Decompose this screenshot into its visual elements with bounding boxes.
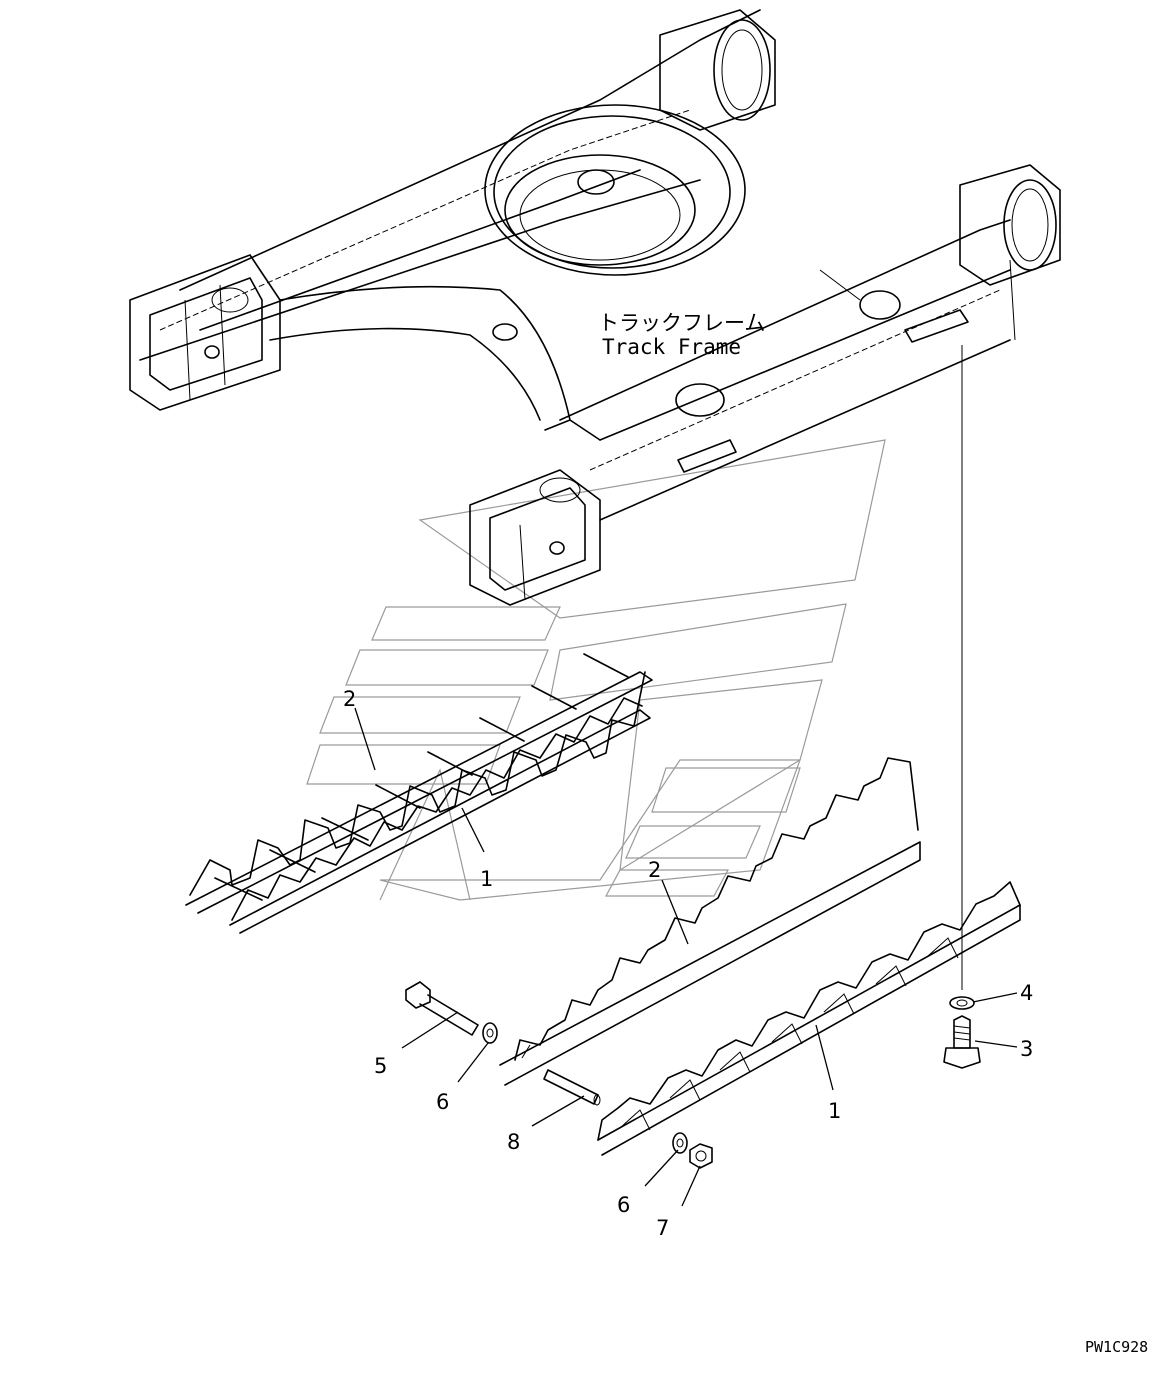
nut-item-7 bbox=[689, 1143, 713, 1169]
callout-4: 4 bbox=[1020, 981, 1033, 1005]
callout-1-lower: 1 bbox=[828, 1099, 841, 1123]
guard-rail-item-1 bbox=[597, 881, 1021, 1156]
bolt-item-3 bbox=[943, 1015, 981, 1069]
callout-2-lower: 2 bbox=[648, 858, 661, 882]
track-guard-assembly bbox=[185, 653, 653, 934]
callout-6-lower: 6 bbox=[617, 1193, 630, 1217]
guard-plate-item-2 bbox=[499, 757, 921, 1086]
bolt-item-5 bbox=[405, 981, 479, 1036]
callout-6-upper: 6 bbox=[436, 1090, 449, 1114]
callout-1-upper: 1 bbox=[480, 867, 493, 891]
callout-8: 8 bbox=[507, 1130, 520, 1154]
track-frame-drawing bbox=[129, 9, 1061, 606]
washer-item-4 bbox=[949, 996, 975, 1010]
watermark-logo bbox=[306, 439, 886, 901]
drawing-code: PW1C928 bbox=[1085, 1338, 1148, 1356]
frame-title-en: Track Frame bbox=[602, 335, 741, 359]
washer-item-6-upper bbox=[482, 1022, 498, 1044]
pin-item-8 bbox=[543, 1069, 601, 1106]
callout-5: 5 bbox=[374, 1054, 387, 1078]
callout-7: 7 bbox=[656, 1216, 669, 1240]
washer-item-6-lower bbox=[672, 1132, 688, 1154]
frame-title-jp: トラックフレーム bbox=[598, 311, 765, 335]
callout-2-upper: 2 bbox=[343, 687, 356, 711]
callout-3: 3 bbox=[1020, 1037, 1033, 1061]
callout-leaders bbox=[354, 707, 1018, 1207]
